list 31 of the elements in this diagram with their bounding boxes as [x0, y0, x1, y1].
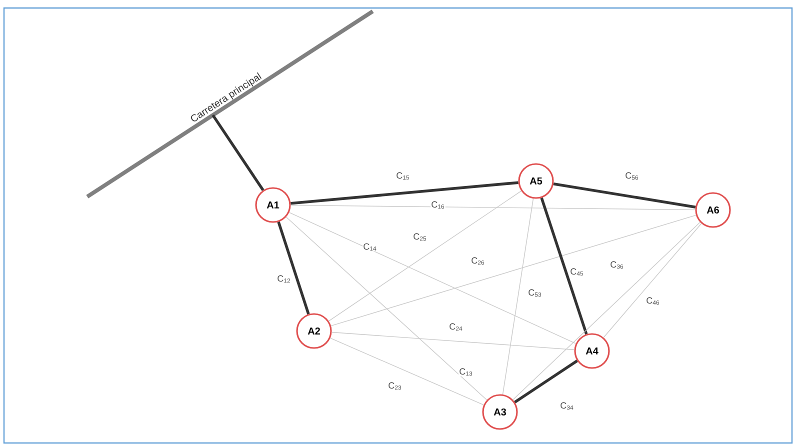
edge-label: C$_{23}$ — [388, 382, 402, 390]
connection-line — [514, 360, 578, 404]
edge-label: C$_{24}$ — [448, 322, 464, 332]
edge-label: C$_{45}$ — [570, 268, 584, 276]
edge-label: C$_{13}$ — [458, 368, 474, 376]
edge-label: C$_{36}$ — [610, 260, 624, 270]
edge-label: C$_{15}$ — [396, 172, 410, 180]
edge-label: C$_{46}$ — [646, 296, 660, 306]
connection-line — [290, 181, 518, 205]
edge-label: C$_{14}$ — [362, 242, 378, 252]
connection-line — [512, 222, 700, 400]
connection-line — [328, 190, 522, 322]
edge-label: C$_{56}$ — [624, 172, 640, 180]
edge-label: C$_{34}$ — [560, 402, 574, 410]
edge-label: C$_{16}$ — [430, 200, 446, 210]
connection-line — [330, 338, 484, 406]
connection-line — [502, 198, 534, 395]
connection-line — [212, 114, 264, 191]
connection-line — [288, 212, 576, 344]
edge-label: C$_{53}$ — [528, 288, 542, 298]
edge-label: C$_{12}$ — [276, 274, 292, 284]
connection-line — [331, 332, 575, 350]
connection-line — [553, 182, 696, 208]
edge-label: C$_{25}$ — [412, 232, 428, 242]
connection-line — [330, 214, 696, 326]
edge-label: C$_{26}$ — [470, 256, 486, 266]
connection-line — [603, 223, 702, 338]
connection-line — [540, 197, 588, 335]
connection-line — [286, 216, 488, 400]
connection-line — [277, 221, 310, 314]
connection-line — [290, 204, 696, 210]
